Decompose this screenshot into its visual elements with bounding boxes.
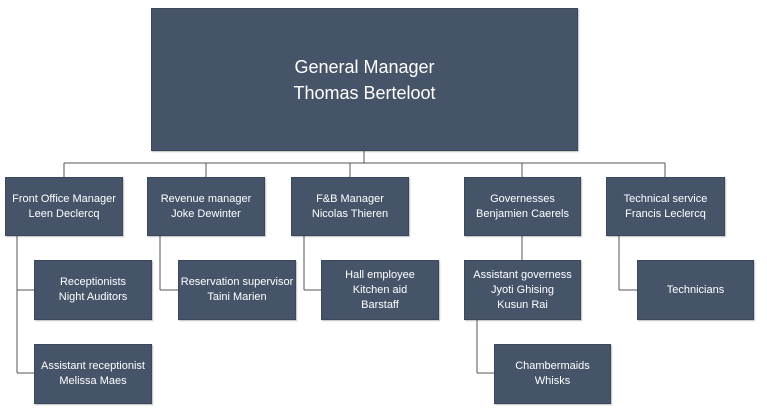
assistant-governess-title: Assistant governess — [473, 268, 572, 281]
general-manager-box: General Manager Thomas Berteloot — [151, 8, 578, 151]
fb-staff-box: Hall employee Kitchen aid Barstaff — [321, 260, 439, 320]
fb-manager-name: Nicolas Thieren — [311, 207, 389, 220]
chambermaids-label: Chambermaids — [515, 360, 590, 372]
assistant-receptionist-name: Melissa Maes — [59, 375, 127, 387]
front-office-manager-box: Front Office Manager Leen Declercq — [5, 177, 123, 236]
assistant-governess-box: Assistant governess Jyoti Ghising Kusun … — [464, 260, 581, 320]
technical-service-box: Technical service Francis Leclercq — [606, 177, 725, 236]
general-manager-title: General Manager — [294, 56, 435, 77]
fb-manager-box: F&B Manager Nicolas Thieren — [291, 177, 409, 236]
assistant-receptionist-box: Assistant receptionist Melissa Maes — [34, 344, 152, 404]
front-office-manager-title: Front Office Manager — [12, 192, 116, 205]
technical-service-title: Technical service — [623, 192, 708, 205]
assistant-governess-name-1: Jyoti Ghising — [491, 283, 554, 296]
revenue-manager-box: Revenue manager Joke Dewinter — [147, 177, 265, 236]
fb-manager-title: F&B Manager — [316, 192, 384, 205]
revenue-manager-title: Revenue manager — [160, 192, 252, 205]
assistant-receptionist-title: Assistant receptionist — [41, 360, 145, 372]
whisks-label: Whisks — [534, 375, 571, 387]
front-office-manager-name: Leen Declercq — [28, 207, 100, 220]
receptionists-label: Receptionists — [59, 276, 127, 288]
reservation-supervisor-name: Taini Marien — [207, 291, 267, 303]
hall-employee-label: Hall employee — [345, 268, 415, 281]
governesses-title: Governesses — [490, 192, 555, 205]
revenue-manager-name: Joke Dewinter — [171, 207, 241, 220]
technicians-box: Technicians — [637, 260, 754, 320]
reservation-supervisor-title: Reservation supervisor — [180, 276, 294, 288]
technical-service-name: Francis Leclercq — [625, 207, 706, 220]
assistant-governess-name-2: Kusun Rai — [497, 298, 548, 311]
barstaff-label: Barstaff — [361, 298, 399, 311]
governesses-name: Benjamien Caerels — [476, 207, 569, 220]
kitchen-aid-label: Kitchen aid — [352, 283, 408, 296]
chambermaids-box: Chambermaids Whisks — [494, 344, 611, 404]
technicians-label: Technicians — [666, 283, 725, 296]
governesses-box: Governesses Benjamien Caerels — [464, 177, 581, 236]
night-auditors-label: Night Auditors — [58, 291, 128, 303]
general-manager-name: Thomas Berteloot — [293, 82, 436, 103]
receptionists-box: Receptionists Night Auditors — [34, 260, 152, 320]
reservation-supervisor-box: Reservation supervisor Taini Marien — [178, 260, 296, 320]
